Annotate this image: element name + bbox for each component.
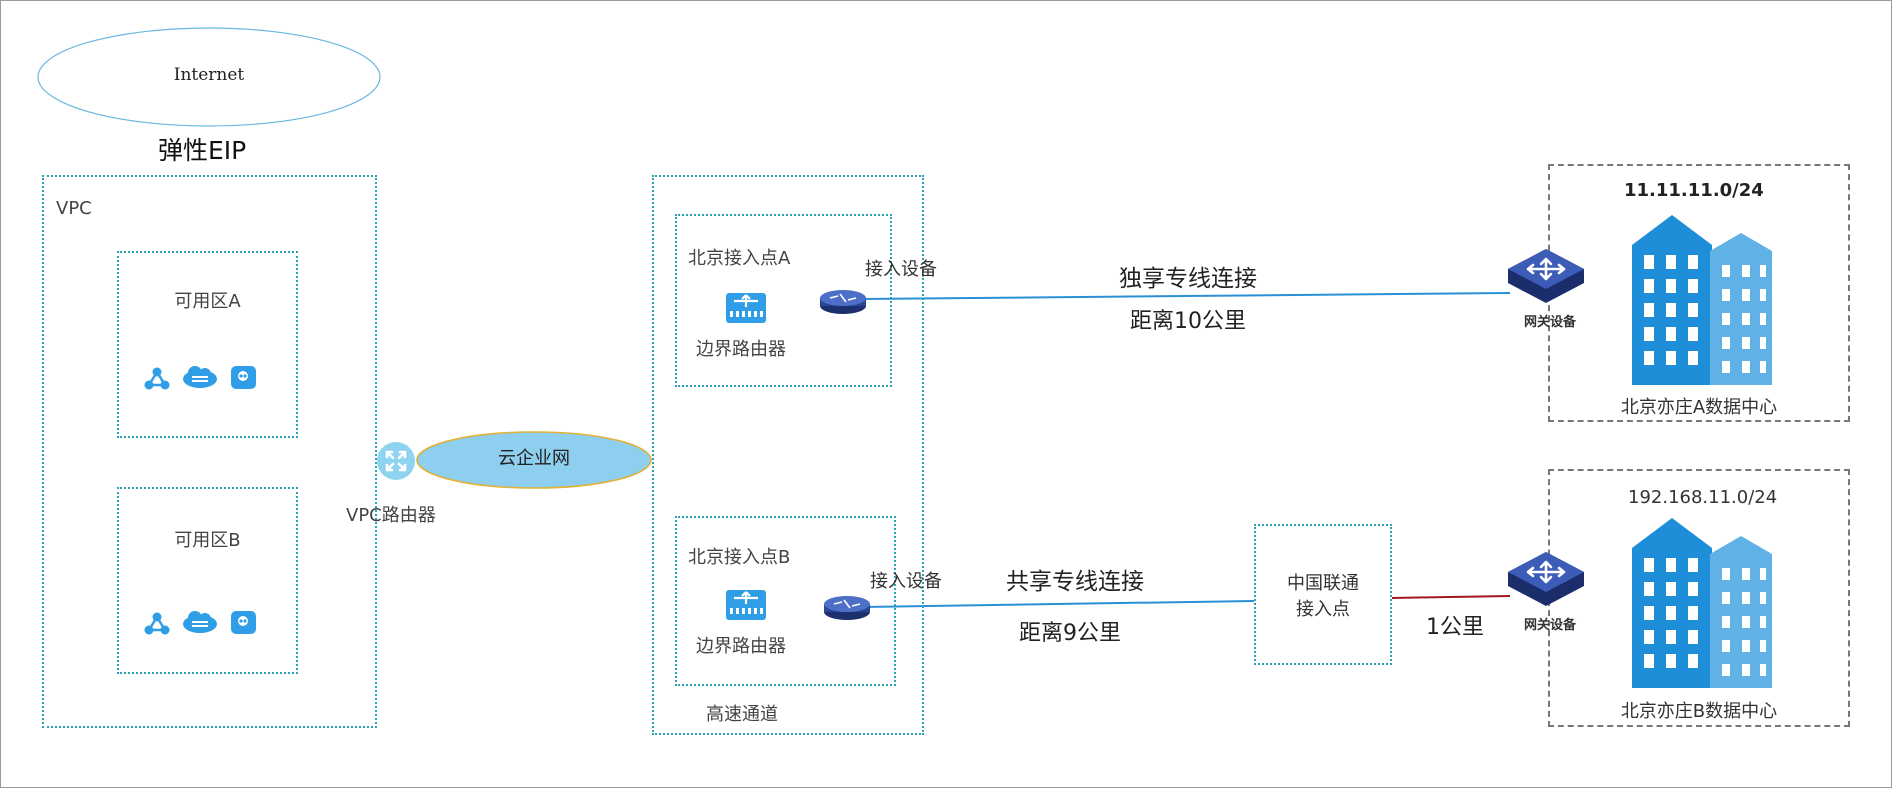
vpc-router-label: VPC路由器 xyxy=(346,505,436,526)
dedicated-link-label: 独享专线连接 xyxy=(1119,266,1257,292)
gateway-b-label: 网关设备 xyxy=(1524,618,1577,633)
express-connect-label: 高速通道 xyxy=(706,704,778,725)
zone-a-box xyxy=(117,251,298,438)
access-point-b-box xyxy=(675,516,896,686)
access-point-a-label: 北京接入点A xyxy=(688,248,791,269)
gateway-icon xyxy=(1508,552,1584,606)
gateway-a-label: 网关设备 xyxy=(1524,315,1577,330)
vpc-router-icon xyxy=(377,442,415,480)
unicom-access-box xyxy=(1254,524,1392,665)
access-device-icon xyxy=(820,290,866,314)
zone-b-box xyxy=(117,487,298,674)
dedicated-link-line xyxy=(861,292,1511,300)
zone-a-label: 可用区A xyxy=(174,291,241,312)
shared-link-label: 共享专线连接 xyxy=(1006,569,1144,595)
dedicated-distance-label: 距离10公里 xyxy=(1130,309,1246,334)
border-router-b-label: 边界路由器 xyxy=(696,636,786,657)
cen-cloud xyxy=(416,431,652,489)
access-point-a-box xyxy=(675,214,892,387)
border-router-a-label: 边界路由器 xyxy=(696,339,786,360)
express-connect-box xyxy=(652,175,924,735)
shared-distance-label: 距离9公里 xyxy=(1019,621,1121,646)
last-mile-link-line xyxy=(1391,595,1511,599)
zone-b-label: 可用区B xyxy=(174,530,241,551)
gateway-icon xyxy=(1508,249,1584,303)
zone-b-icons xyxy=(143,609,261,635)
unicom-label-line1: 中国联通 xyxy=(1287,573,1359,594)
vpc-label: VPC xyxy=(56,198,92,219)
resource-icons xyxy=(144,366,256,390)
internet-cloud xyxy=(37,27,381,127)
datacenter-b-cidr: 192.168.11.0/24 xyxy=(1628,487,1778,508)
eip-label: 弹性EIP xyxy=(158,136,247,165)
datacenter-a-cidr: 11.11.11.0/24 xyxy=(1624,180,1764,201)
shared-link-line xyxy=(861,600,1255,608)
access-device-b-label: 接入设备 xyxy=(870,571,942,592)
building-icon xyxy=(1632,518,1772,688)
datacenter-a-name: 北京亦庄A数据中心 xyxy=(1620,397,1778,418)
datacenter-b-name: 北京亦庄B数据中心 xyxy=(1620,701,1778,722)
access-device-icon xyxy=(824,596,870,620)
building-icon xyxy=(1632,215,1772,385)
resource-icons xyxy=(144,611,256,635)
border-router-icon xyxy=(726,293,766,323)
internet-label: Internet xyxy=(173,65,245,85)
access-point-b-label: 北京接入点B xyxy=(688,547,791,568)
unicom-label-line2: 接入点 xyxy=(1296,599,1350,620)
zone-a-icons xyxy=(143,364,261,390)
last-mile-distance-label: 1公里 xyxy=(1426,615,1484,640)
vpc-box xyxy=(42,175,377,728)
cen-label: 云企业网 xyxy=(498,448,570,469)
access-device-a-label: 接入设备 xyxy=(865,259,937,280)
border-router-icon xyxy=(726,590,766,620)
